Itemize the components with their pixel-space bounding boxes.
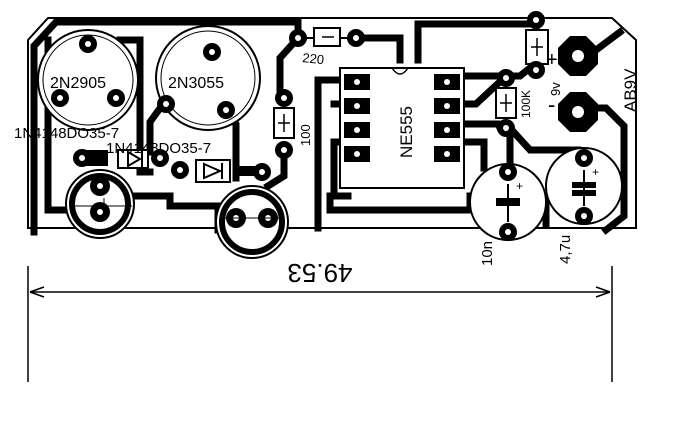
heatsink-pad-1 xyxy=(65,169,135,239)
c1-label: 10n xyxy=(479,241,496,266)
battery-minus: - xyxy=(548,92,555,117)
dimension-line xyxy=(27,266,613,382)
resistor-220: 220 xyxy=(289,27,365,67)
d1-label: 1N4148DO35-7 xyxy=(14,125,119,142)
capacitor-4u7: + 4,7u xyxy=(545,147,623,264)
battery-label: AB9V xyxy=(621,68,640,112)
capacitor-10n: + 10n xyxy=(469,163,547,266)
diode-d2: 1N4148DO35-7 xyxy=(106,140,271,183)
dimension-value: 49.53 xyxy=(287,258,352,288)
c2-label: 4,7u xyxy=(557,235,574,264)
battery-connector: + - 9v AB9V xyxy=(546,36,640,132)
resistor-100k: 100K xyxy=(495,69,533,137)
heatsink-pad-2 xyxy=(215,185,289,259)
board-outline xyxy=(27,17,637,229)
r1-label: 220 xyxy=(302,50,325,67)
ic-ne555: NE555 xyxy=(339,67,465,189)
q2-label: 2N3055 xyxy=(168,75,224,92)
c1-plus: + xyxy=(516,179,523,193)
battery-plus: + xyxy=(546,49,558,71)
diode-d1: 1N4148DO35-7 xyxy=(14,125,169,169)
q1-label: 2N2905 xyxy=(50,75,106,92)
c2-plus: + xyxy=(592,165,599,179)
resistor-100: 100 xyxy=(273,89,313,159)
d2-label: 1N4148DO35-7 xyxy=(106,140,211,157)
r2-label: 100 xyxy=(298,124,313,146)
transistor-q1: 2N2905 xyxy=(37,29,139,131)
battery-voltage: 9v xyxy=(548,82,563,96)
r3-label: 100K xyxy=(519,90,533,118)
transistor-q2: 2N3055 xyxy=(155,25,261,131)
ic-label: NE555 xyxy=(397,106,416,158)
battery-clip-resistor xyxy=(525,11,549,79)
